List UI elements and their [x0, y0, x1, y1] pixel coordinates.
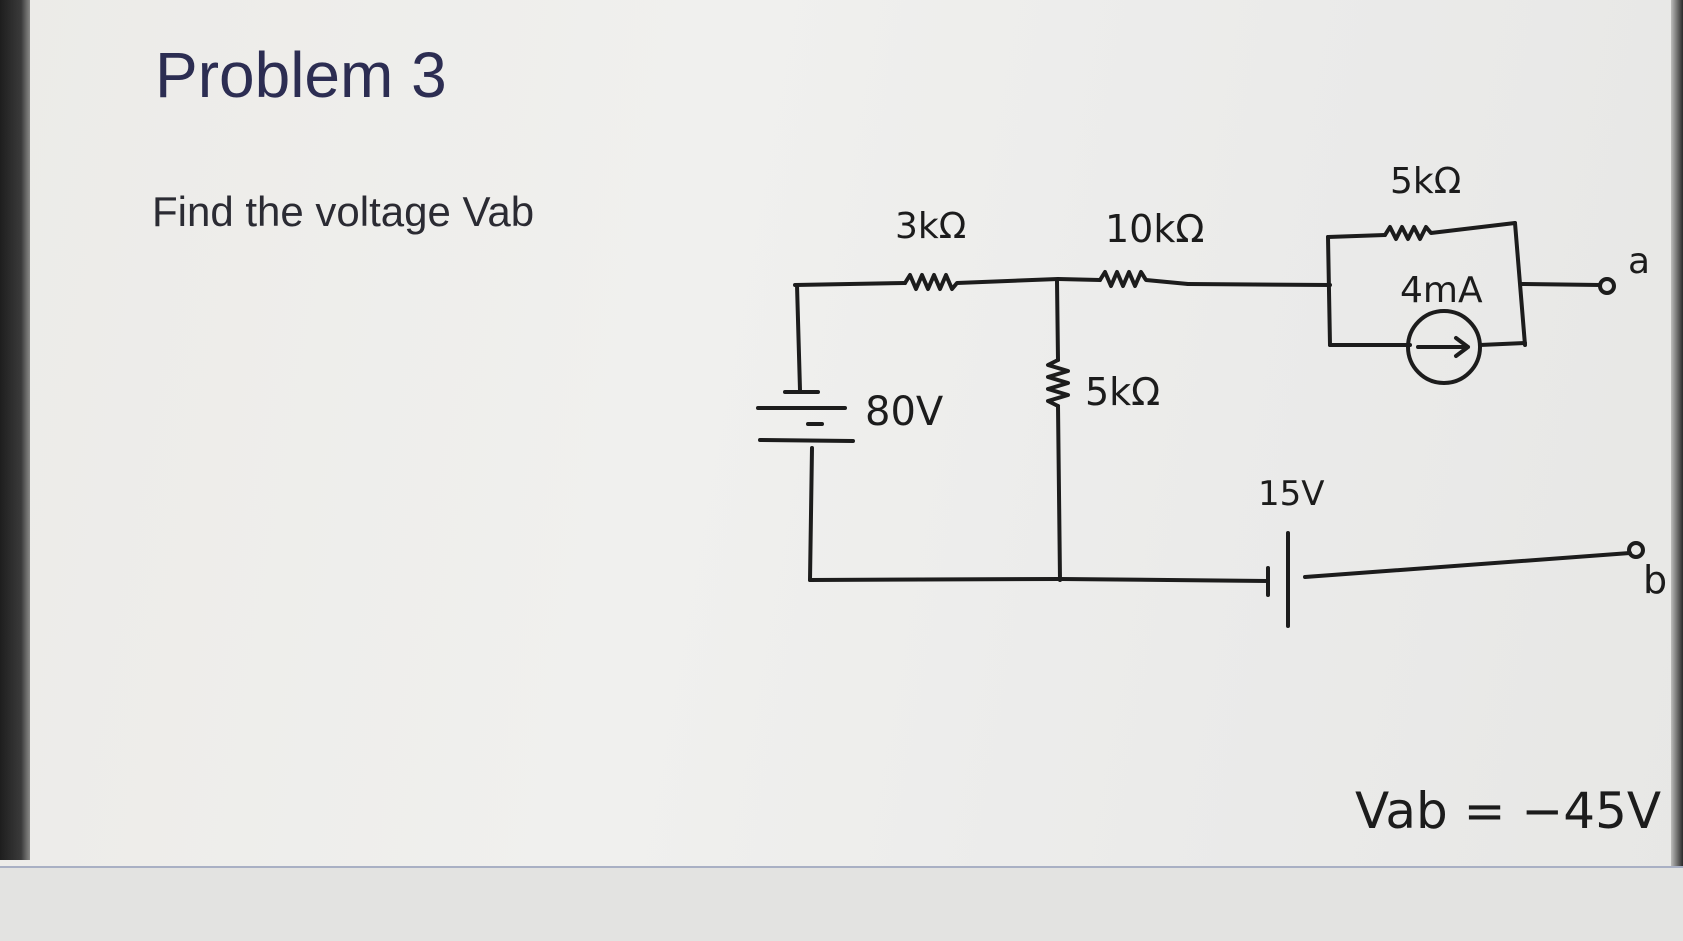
battery-80v-plate-long-2 — [758, 438, 855, 443]
box-top-left — [1326, 233, 1387, 239]
wire-shunt-top — [1055, 279, 1060, 362]
label-terminal-a: a — [1628, 241, 1650, 282]
terminal-a-node — [1598, 277, 1616, 295]
label-15v: 15V — [1258, 474, 1325, 514]
wire-left-top — [793, 281, 907, 287]
wire-shunt-bottom — [1056, 404, 1062, 582]
slide-footer-area — [0, 868, 1683, 941]
monitor-bezel-right — [1671, 0, 1683, 941]
current-arrow — [1416, 336, 1470, 358]
problem-prompt: Find the voltage Vab — [152, 188, 535, 235]
wire-node-top — [1056, 277, 1102, 282]
label-3k: 3kΩ — [895, 206, 966, 247]
monitor-bezel-left — [0, 0, 30, 860]
wire-left-vertical-top — [795, 283, 802, 392]
label-5k-shunt: 5kΩ — [1085, 370, 1160, 414]
label-10k: 10kΩ — [1105, 207, 1204, 251]
label-terminal-b: b — [1643, 558, 1667, 602]
label-80v: 80V — [865, 389, 944, 435]
wire-bottom-right — [1303, 551, 1632, 579]
wire-left-vertical-bottom — [808, 446, 814, 582]
box-left-side — [1326, 235, 1332, 347]
wire-to-a — [1520, 282, 1602, 287]
resistor-10k — [1098, 270, 1190, 288]
page-title: Problem 3 — [155, 39, 447, 111]
answer-vab: Vab = −45V — [1355, 782, 1661, 840]
resistor-5k-shunt — [1046, 358, 1070, 408]
box-bottom-right — [1478, 341, 1527, 347]
terminal-b-node — [1627, 541, 1645, 559]
label-5k-top: 5kΩ — [1390, 161, 1461, 202]
resistor-3k — [903, 273, 1060, 291]
wire-to-box — [1186, 282, 1332, 287]
label-4ma: 4mA — [1400, 270, 1483, 311]
slide-divider-line — [0, 866, 1683, 868]
resistor-5k-top — [1383, 221, 1517, 241]
wire-bottom-left — [808, 577, 1062, 582]
wire-bottom-mid — [1058, 577, 1270, 583]
